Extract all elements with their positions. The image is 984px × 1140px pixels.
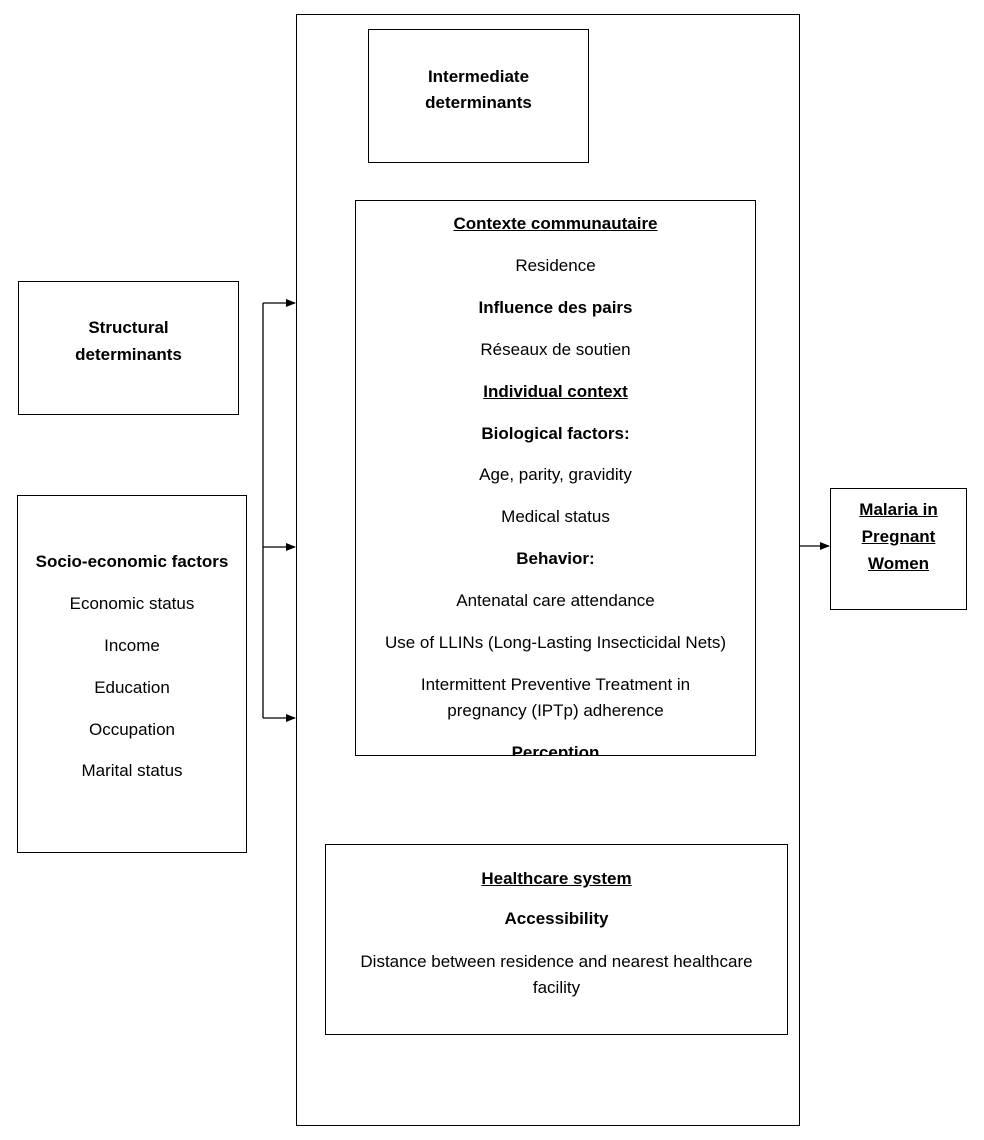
- healthcare-system-box: Healthcare system Accessibility Distance…: [325, 844, 788, 1035]
- structural-title-line2: determinants: [75, 345, 182, 364]
- structural-determinants-box: Structural determinants: [18, 281, 239, 415]
- socio-item-occupation: Occupation: [89, 720, 175, 739]
- context-box: Contexte communautaire Residence Influen…: [355, 200, 756, 756]
- malaria-outcome-box: Malaria in Pregnant Women: [830, 488, 967, 610]
- accessibility-heading: Accessibility: [504, 909, 609, 928]
- socio-item-economic-status: Economic status: [69, 594, 195, 613]
- structural-title-line1: Structural: [88, 318, 169, 337]
- healthcare-heading: Healthcare system: [481, 869, 632, 888]
- clipped-perception-heading: Perception: [511, 743, 600, 756]
- support-networks-text: Réseaux de soutien: [480, 340, 631, 359]
- individual-context-heading: Individual context: [483, 382, 628, 401]
- socio-economic-box: Socio-economic factors Economic status I…: [17, 495, 247, 853]
- intermediate-determinants-box: Intermediate determinants: [368, 29, 589, 163]
- intermediate-title-line2: determinants: [425, 93, 532, 112]
- distance-line2: facility: [532, 978, 581, 997]
- biological-factors-heading: Biological factors:: [481, 424, 630, 443]
- behavior-item-antenatal: Antenatal care attendance: [456, 591, 655, 610]
- residence-text: Residence: [515, 256, 596, 275]
- outcome-line1: Malaria in: [859, 500, 938, 519]
- behavior-item-iptp-line1: Intermittent Preventive Treatment in: [420, 675, 691, 694]
- socio-title: Socio-economic factors: [35, 552, 229, 571]
- outcome-line2: Pregnant: [861, 527, 936, 546]
- peer-influence-heading: Influence des pairs: [478, 298, 633, 317]
- behavior-item-llins: Use of LLINs (Long-Lasting Insecticidal …: [384, 633, 727, 652]
- community-context-heading: Contexte communautaire: [453, 214, 658, 233]
- intermediate-title-line1: Intermediate: [427, 67, 530, 86]
- behavior-item-iptp-line2: pregnancy (IPTp) adherence: [447, 701, 664, 720]
- biological-item-age: Age, parity, gravidity: [479, 465, 632, 484]
- behavior-heading: Behavior:: [516, 549, 595, 568]
- biological-item-medical: Medical status: [501, 507, 610, 526]
- socio-item-marital-status: Marital status: [81, 761, 183, 780]
- socio-item-education: Education: [94, 678, 170, 697]
- distance-line1: Distance between residence and nearest h…: [360, 952, 753, 971]
- socio-item-income: Income: [104, 636, 160, 655]
- outcome-line3: Women: [867, 554, 930, 573]
